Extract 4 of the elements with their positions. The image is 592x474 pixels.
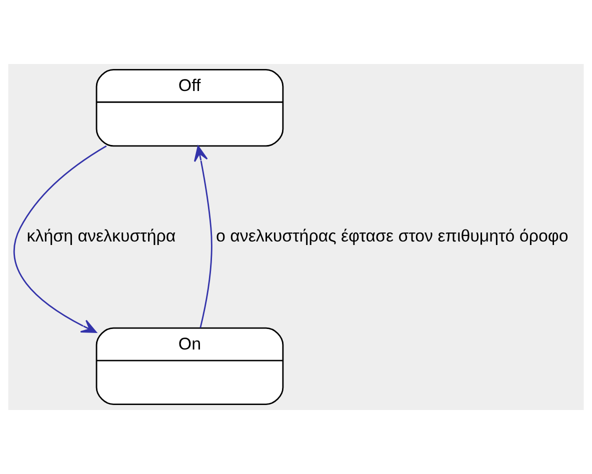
arrow	[194, 146, 212, 328]
arrow	[14, 145, 107, 333]
edge-label: κλήση ανελκυστήρα	[26, 226, 176, 246]
edge-label: ο ανελκυστήρας έφτασε στον επιθυμητό όροφο	[216, 226, 568, 246]
